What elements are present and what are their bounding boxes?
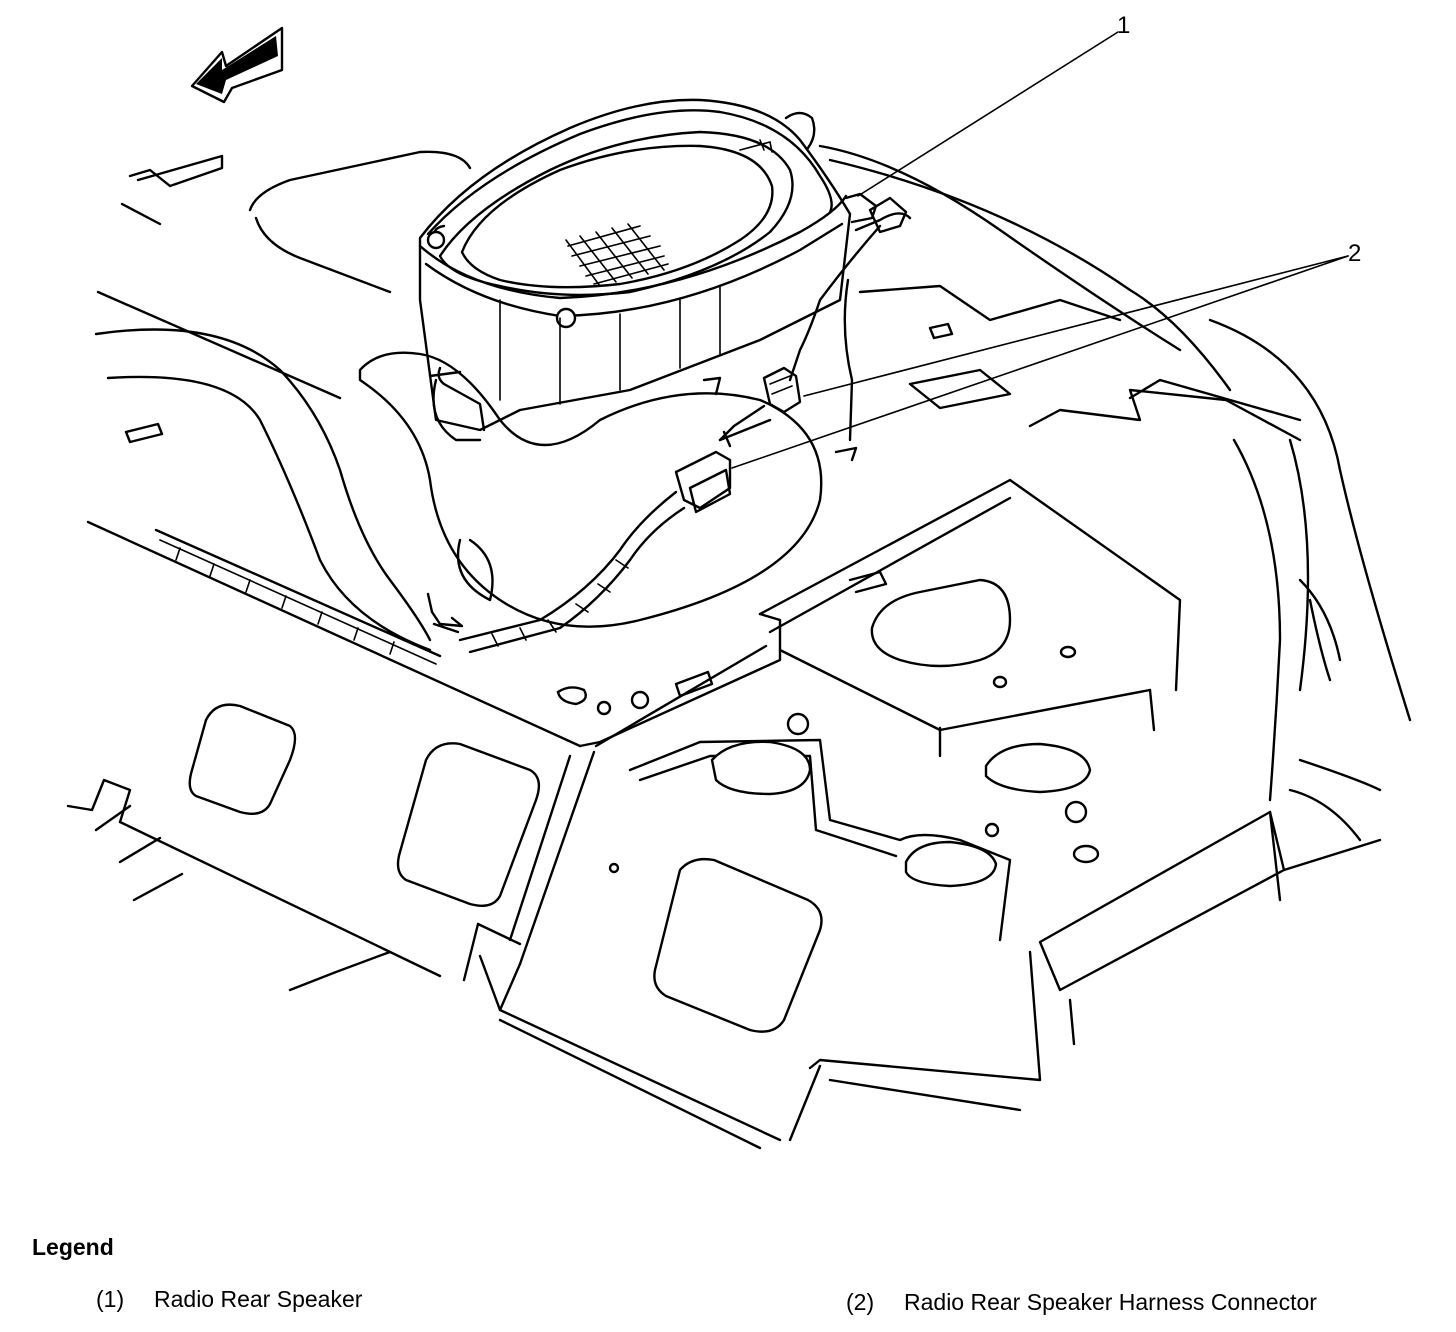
legend-title: Legend: [32, 1234, 114, 1260]
radio-rear-speaker-harness-connector-illustration: [426, 366, 802, 654]
legend-item-1: (1) Radio Rear Speaker: [96, 1286, 362, 1313]
speaker-installation-diagram: [66, 26, 1412, 1150]
callout-2-label: 2: [1348, 240, 1362, 267]
legend-item-2: (2) Radio Rear Speaker Harness Connector: [846, 1289, 1317, 1316]
callout-leader-lines: [731, 31, 1349, 469]
legend-item-1-number: (1): [96, 1286, 125, 1312]
radio-rear-speaker-illustration: [418, 98, 912, 462]
forward-direction-arrow-icon: [190, 26, 284, 104]
legend-item-2-number: (2): [846, 1289, 875, 1315]
legend-item-1-text: Radio Rear Speaker: [154, 1286, 363, 1312]
callout-1-label: 1: [1117, 12, 1131, 39]
legend-item-2-text: Radio Rear Speaker Harness Connector: [904, 1289, 1317, 1315]
rear-shelf-panel: [66, 144, 1412, 1150]
